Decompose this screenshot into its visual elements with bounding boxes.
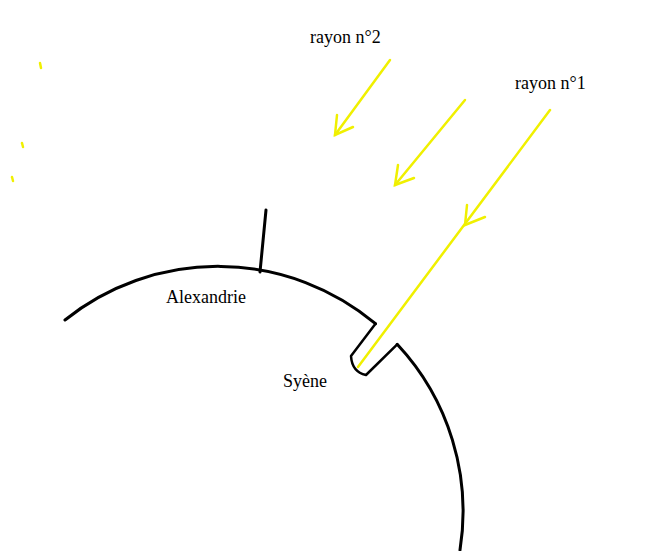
sun-ray — [395, 100, 465, 185]
place-label: Alexandrie — [166, 288, 246, 308]
sun-ray — [335, 60, 390, 135]
alexandria-obelisk — [260, 210, 266, 272]
ray-mark — [12, 177, 13, 181]
earth-surface — [397, 344, 463, 550]
sun-ray — [358, 110, 550, 367]
ray-arrowhead — [335, 115, 353, 135]
ray-mark — [22, 143, 23, 147]
ray-mark — [40, 63, 41, 68]
earth-surface — [65, 266, 376, 323]
ray-arrowhead — [465, 205, 485, 225]
ray-label: rayon n°1 — [515, 74, 586, 94]
place-label: Syène — [283, 372, 327, 392]
ray-label: rayon n°2 — [310, 28, 381, 48]
ray-arrowhead — [395, 165, 414, 185]
